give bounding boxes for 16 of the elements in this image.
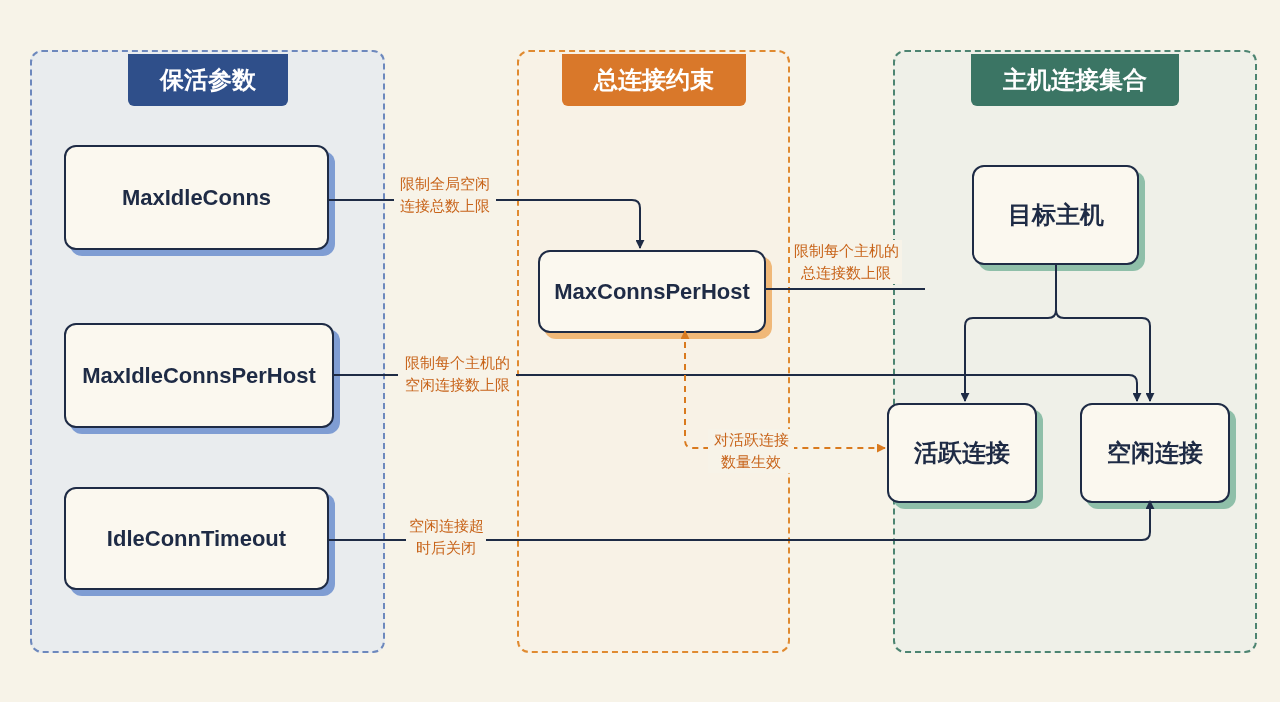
parameter-name: MaxIdleConns [121,184,272,212]
group-panel [517,50,790,653]
node-label: 活跃连接 [914,438,1010,468]
parameter-name: MaxIdleConnsPerHost [82,362,316,390]
node-label: 目标主机 [1007,200,1104,230]
parameter-name: IdleConnTimeout [106,525,287,553]
group-heading: 总连接约束 [561,54,746,106]
arrow [326,500,1155,541]
group-panel [30,50,385,653]
node-label: 空闲连接 [1107,438,1203,468]
edge-label: 限制每个主机的空闲连接数上限 [398,352,516,396]
edge-label: 对活跃连接数量生效 [708,429,794,473]
group-heading: 保活参数 [127,54,288,106]
group-heading: 主机连接集合 [971,54,1179,106]
edge-label: 限制全局空闲连接总数上限 [394,173,496,217]
parameter-name: MaxConnsPerHost [554,278,750,306]
